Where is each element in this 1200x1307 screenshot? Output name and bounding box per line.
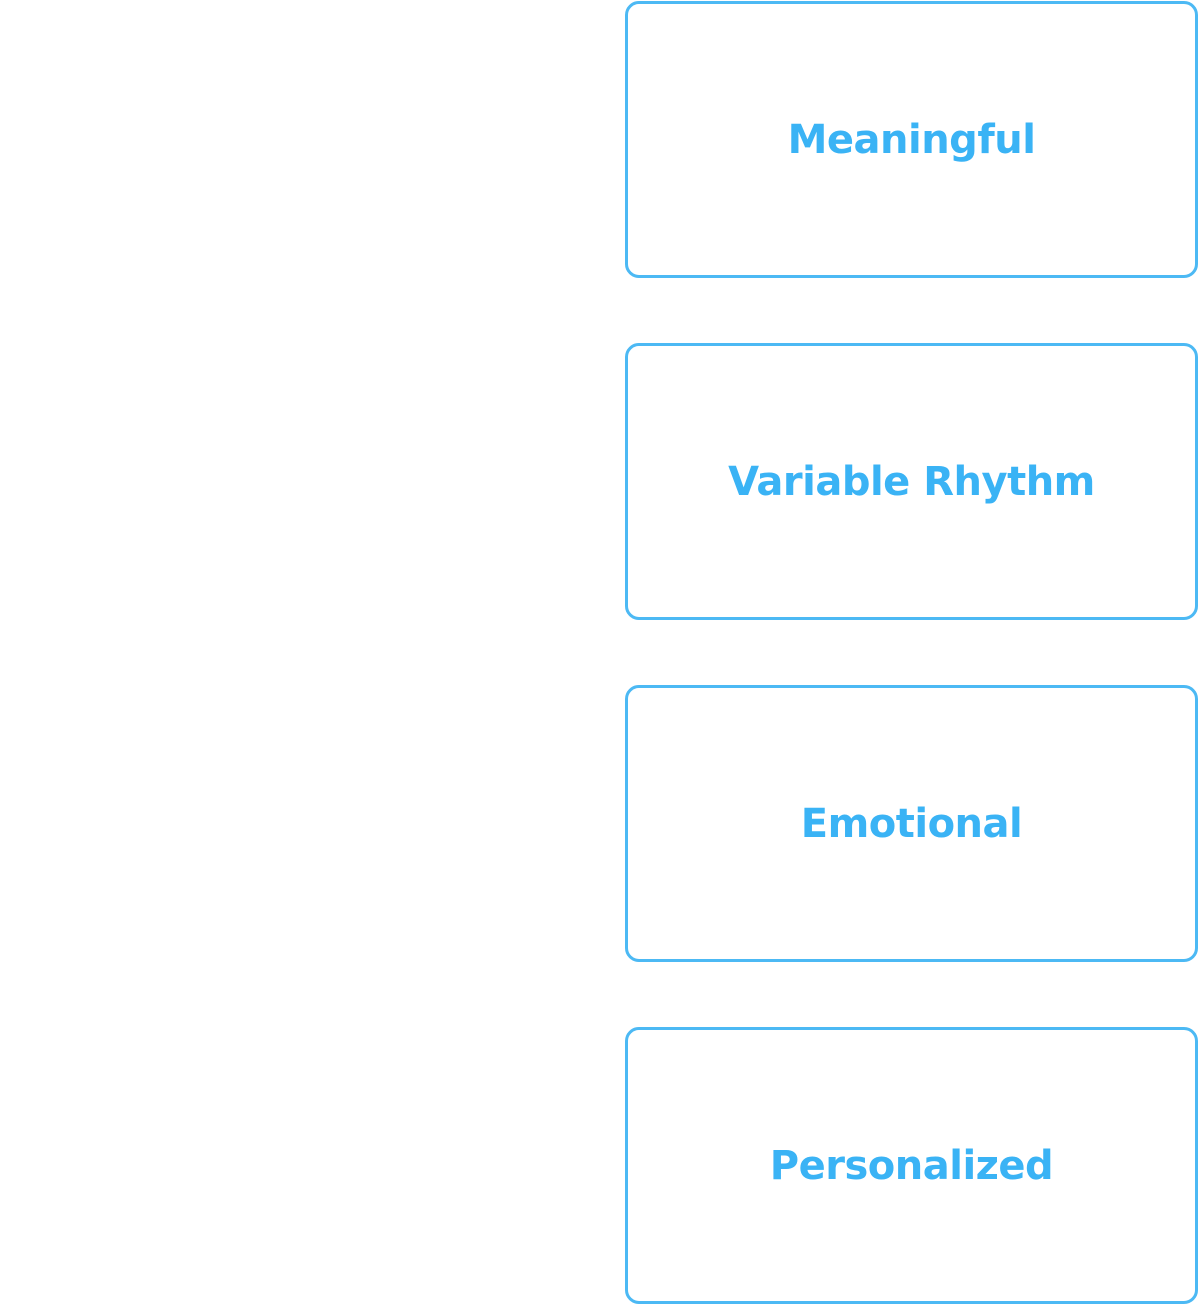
- card-meaningful: Meaningful: [625, 1, 1198, 278]
- card-label: Personalized: [769, 1142, 1054, 1189]
- card-label: Meaningful: [787, 116, 1036, 163]
- card-emotional: Emotional: [625, 685, 1198, 962]
- card-variable-rhythm: Variable Rhythm: [625, 343, 1198, 620]
- card-label: Emotional: [800, 800, 1023, 847]
- card-personalized: Personalized: [625, 1027, 1198, 1304]
- card-label: Variable Rhythm: [728, 458, 1095, 505]
